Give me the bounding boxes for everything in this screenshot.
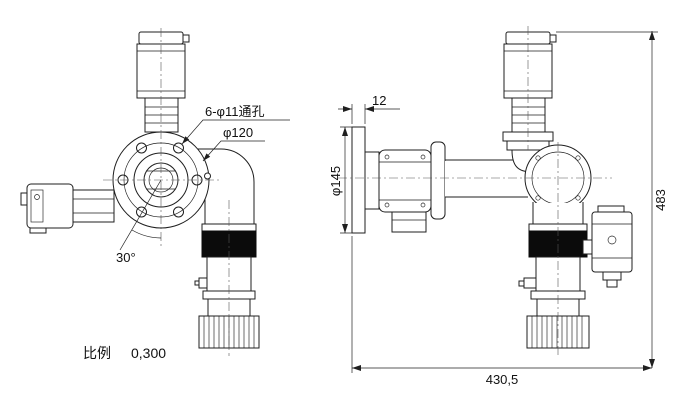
width-dim-lines	[351, 236, 652, 373]
bleed-valve-nub	[198, 277, 208, 289]
elbow-drop-pipe-front	[194, 148, 260, 349]
gearbox-flange-disc	[430, 141, 446, 220]
side-view	[351, 31, 633, 349]
mounting-plate	[351, 126, 366, 234]
dim-arrow	[649, 359, 655, 368]
cable-gland	[606, 279, 618, 288]
actuator-port	[20, 192, 28, 206]
box-connector	[582, 239, 593, 255]
dim-arrow	[649, 31, 655, 40]
plate-diameter-label: φ145	[328, 166, 343, 196]
plate-dia-dim-lines	[340, 126, 352, 234]
side-actuator	[20, 183, 115, 234]
gearbox-base	[391, 211, 427, 233]
actuator-foot	[29, 227, 47, 234]
scale-label: 比例	[83, 345, 111, 361]
flange-dia-leader-line	[202, 140, 265, 162]
leader-arrow	[203, 153, 211, 161]
junction-box	[582, 205, 633, 288]
dim-arrow	[342, 224, 348, 233]
box-body	[591, 211, 633, 273]
dim-arrow	[343, 106, 352, 112]
plate-hub	[364, 151, 380, 210]
dim-arrow	[643, 365, 652, 371]
box-cap	[597, 205, 625, 213]
top-actuator-front	[136, 31, 190, 133]
bolt-hole	[136, 206, 147, 218]
angle-reference-line	[119, 179, 162, 251]
box-foot	[602, 271, 622, 281]
elbow-drop-pipe-side	[518, 202, 590, 349]
overall-height-label: 483	[653, 189, 668, 211]
flange-diameter-label: φ120	[223, 125, 253, 140]
plate-thickness-label: 12	[372, 93, 386, 108]
horizontal-pipe	[445, 159, 529, 198]
overall-width-label: 430,5	[486, 372, 519, 387]
dim-arrow	[352, 365, 361, 371]
holes-note-label: 6-φ11通孔	[205, 104, 264, 119]
bolt-hole	[173, 206, 184, 218]
angle-label: 30°	[116, 250, 136, 265]
centerlines	[103, 26, 612, 358]
gearbox	[378, 141, 446, 233]
height-dim-lines	[556, 31, 658, 368]
scale-value: 0,300	[131, 345, 166, 361]
dim-arrow	[365, 106, 374, 112]
actuator-coupling	[72, 189, 115, 223]
thickness-dim-lines	[338, 104, 400, 124]
actuator-box	[26, 183, 74, 229]
grease-fitting	[204, 172, 211, 180]
angle-arc	[131, 229, 162, 239]
leader-arrow	[182, 136, 190, 144]
bolt-hole	[173, 142, 184, 154]
bolt-hole	[136, 142, 147, 154]
dimensions: 6-φ11通孔 φ120 30° 12 φ145 483 430,5 比例 0,…	[83, 31, 668, 387]
front-view	[20, 31, 260, 349]
dim-arrow	[342, 127, 348, 136]
holes-leader-line	[181, 119, 290, 145]
bleed-valve-nub	[523, 277, 537, 289]
